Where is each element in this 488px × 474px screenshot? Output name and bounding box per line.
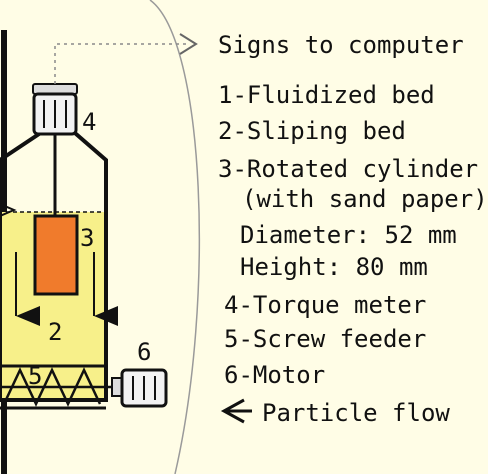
legend-item-1: 1-Fluidized bed bbox=[218, 81, 435, 109]
label-6: 6 bbox=[137, 338, 151, 366]
legend-item-3: 3-Rotated cylinder bbox=[218, 155, 479, 183]
legend-particle-flow: Particle flow bbox=[262, 399, 450, 427]
rotated-cylinder bbox=[33, 214, 79, 296]
particle-flow-arrow-icon bbox=[220, 398, 252, 424]
legend-item-3-note: (with sand paper) bbox=[242, 185, 488, 213]
label-4: 4 bbox=[82, 108, 96, 136]
torque-meter-icon bbox=[32, 83, 78, 148]
legend-item-6: 6-Motor bbox=[224, 361, 326, 389]
legend-item-5: 5-Screw feeder bbox=[224, 325, 427, 353]
label-5: 5 bbox=[28, 362, 42, 390]
screw-feeder bbox=[0, 364, 122, 410]
legend-item-4: 4-Torque meter bbox=[224, 291, 427, 319]
signal-line bbox=[54, 43, 190, 84]
slipping-bed-vessel bbox=[0, 212, 106, 400]
legend-diameter: Diameter: 52 mm bbox=[240, 221, 457, 249]
signal-arrow-icon bbox=[179, 33, 198, 55]
apparatus-diagram: 4 3 2 5 6 bbox=[0, 0, 252, 474]
outer-boundary-curve bbox=[149, 0, 201, 474]
label-2: 2 bbox=[48, 318, 62, 346]
signs-to-computer-label: Signs to computer bbox=[218, 31, 464, 59]
inlet-flow-arrow-icon bbox=[0, 203, 17, 217]
motor-icon bbox=[111, 368, 168, 408]
legend-item-2: 2-Sliping bed bbox=[218, 117, 406, 145]
legend-height: Height: 80 mm bbox=[240, 253, 428, 281]
label-3: 3 bbox=[80, 224, 94, 252]
